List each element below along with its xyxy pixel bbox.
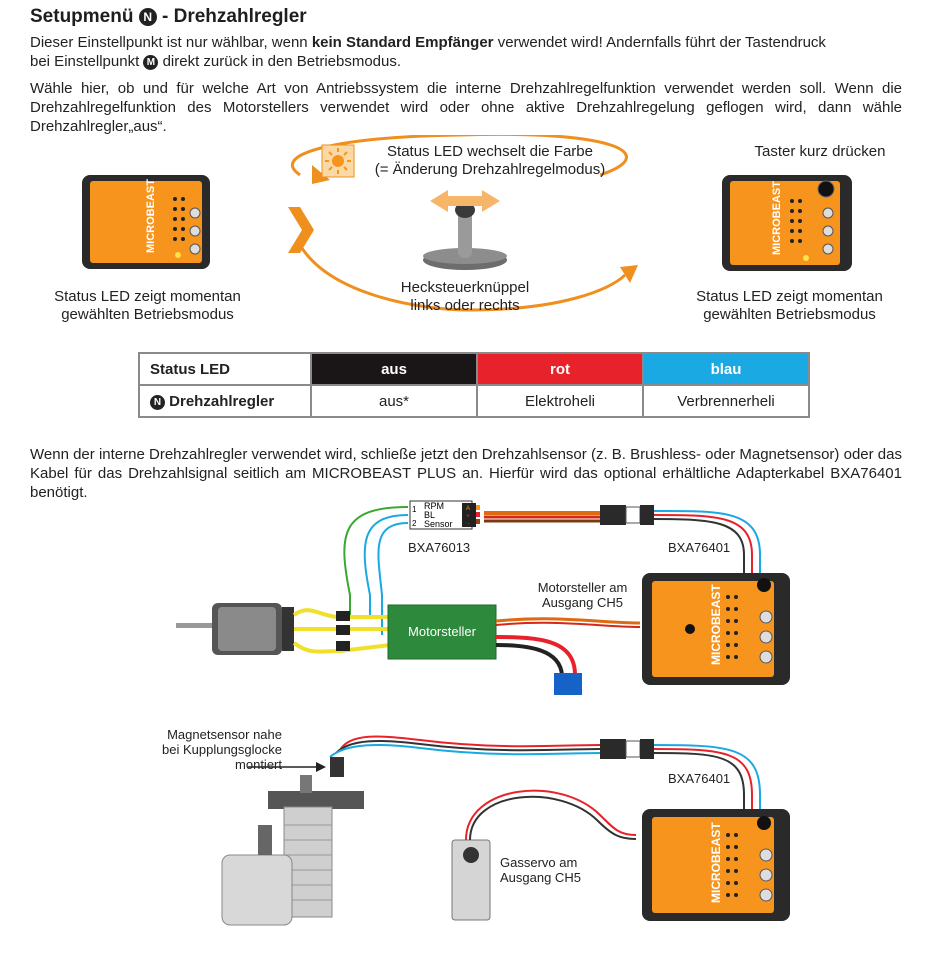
adapter-rpm-label: RPM — [424, 501, 444, 511]
state-blue-cell: blau — [642, 352, 810, 386]
adapter-cable-label-2: BXA76401 — [668, 771, 731, 786]
clutch-bell — [268, 791, 364, 809]
device-button-icon — [817, 180, 835, 198]
right-device-caption: Status LED zeigt momentan gewählten Betr… — [696, 288, 883, 323]
adapter-sign-plus: + — [466, 513, 470, 520]
state-off-cell: aus — [310, 352, 478, 386]
intro-paragraph-2: Wähle hier, ob und für welche Art von An… — [30, 80, 902, 135]
esc-note: Motorsteller am Ausgang CH5 — [537, 580, 628, 610]
menu-letter-badge-n: N — [150, 394, 165, 410]
adapter-sign-a: A — [466, 506, 470, 512]
adapter-cable-label-1: BXA76401 — [668, 540, 731, 555]
adapter-bl-label: BL — [424, 510, 435, 520]
adapter-sign-minus: - — [467, 519, 470, 528]
table-header-row: Status LED aus rot blau — [138, 352, 810, 386]
motor-shaft — [176, 623, 214, 628]
svg-text:MICROBEAST: MICROBEAST — [771, 181, 783, 255]
top-diagram: MICROBEAST MICROBEAST — [82, 135, 852, 312]
device-right: MICROBEAST — [722, 175, 852, 271]
stick-caption: Hecksteuerknüppel links oder rechts — [400, 279, 530, 314]
device-brand: MICROBEAST — [709, 584, 723, 665]
adapter-small-box — [409, 500, 473, 530]
table-row-label: N Drehzahlregler — [138, 384, 312, 418]
magnet-sensor-icon — [330, 757, 344, 777]
servo-note: Gasservo am Ausgang CH5 — [500, 855, 581, 885]
intro-paragraph-1: Dieser Einstellpunkt ist nur wählbar, we… — [30, 34, 826, 70]
esc-box — [387, 604, 497, 660]
esc-label: Motorsteller — [408, 624, 477, 639]
adapter-small-label: BXA76013 — [408, 540, 471, 555]
adapter-sensor-label: Sensor — [424, 519, 453, 529]
magnet-note: Magnetsensor nahe bei Kupplungsglocke mo… — [162, 727, 282, 772]
adapter-pin-2: 2 — [412, 519, 417, 528]
chevron-arrow-icon — [288, 207, 314, 253]
svg-text:MICROBEAST: MICROBEAST — [145, 179, 157, 253]
wiring-diagram: 1 2 RPM BL Sensor A + - Motorsteller — [176, 500, 790, 926]
state-red-cell: rot — [476, 352, 644, 386]
left-right-arrow-icon — [430, 190, 500, 212]
value-red-cell: Elektroheli — [476, 384, 644, 418]
device-brand: MICROBEAST — [709, 822, 723, 903]
led-change-caption: Status LED wechselt die Farbe (= Änderun… — [374, 143, 606, 178]
left-device-caption: Status LED zeigt momentan gewählten Betr… — [54, 288, 241, 323]
device-left: MICROBEAST — [82, 175, 210, 269]
arrow-head-upper — [312, 165, 330, 184]
value-blue-cell: Verbrennerheli — [642, 384, 810, 418]
connector-1 — [600, 505, 626, 525]
device-middle: MICROBEAST — [642, 573, 790, 685]
device-button-icon — [757, 578, 771, 592]
battery-connector-icon — [554, 673, 582, 695]
arrow-head-lower — [620, 265, 638, 283]
menu-letter-badge: N — [138, 8, 157, 26]
menu-letter-badge-m: M — [143, 55, 159, 70]
table-row: N Drehzahlregler aus* Elektroheli Verbre… — [138, 384, 810, 418]
lower-arc-arrow — [298, 244, 627, 312]
sensor-paragraph: Wenn der interne Drehzahlregler verwende… — [30, 446, 902, 501]
value-off-cell: aus* — [310, 384, 478, 418]
upper-arc-arrow — [290, 135, 628, 177]
connector-2 — [600, 739, 626, 759]
device-button-icon — [757, 816, 771, 830]
adapter-pin-1: 1 — [412, 505, 417, 514]
press-button-caption: Taster kurz drücken — [754, 143, 886, 160]
status-led-table: Status LED aus rot blau N Drehzahlregler… — [138, 352, 810, 418]
page-title: Setupmenü N - Drehzahlregler — [30, 6, 307, 27]
device-bottom: MICROBEAST — [642, 809, 790, 921]
table-header-label: Status LED — [138, 352, 312, 386]
